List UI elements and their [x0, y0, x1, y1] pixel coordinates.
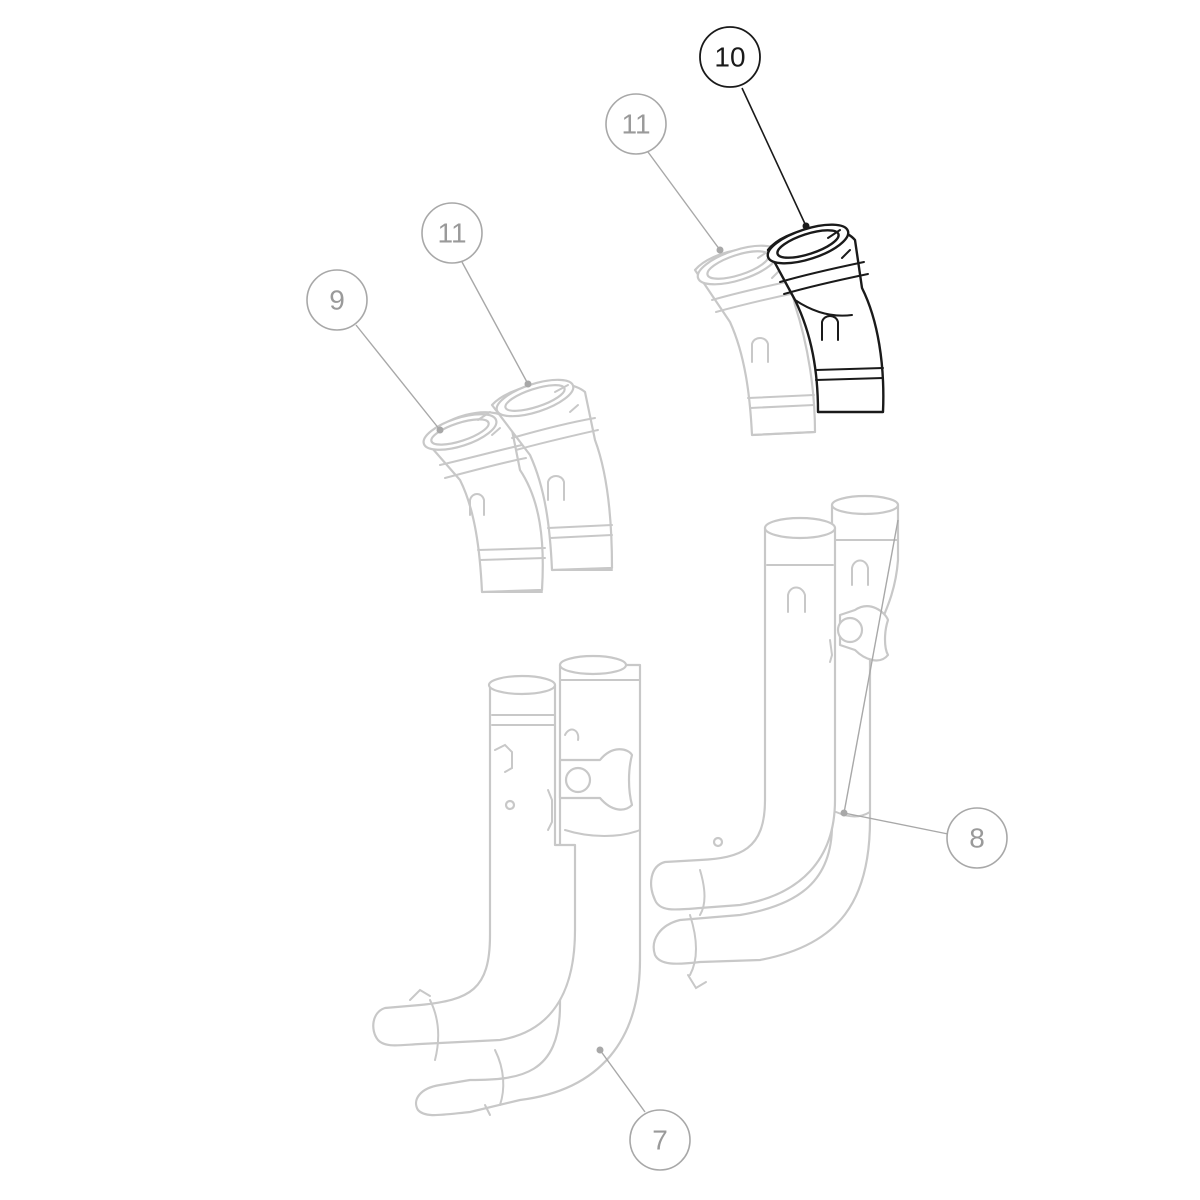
- part-10-elbow-pipe-highlighted[interactable]: [763, 217, 885, 414]
- callout-8-label: 8: [969, 823, 985, 854]
- part-11-elbow-pipe-left[interactable]: [490, 372, 614, 572]
- part-8-header-pipes[interactable]: [650, 494, 900, 990]
- callout-11-right[interactable]: 11: [605, 93, 724, 254]
- callout-9-label: 9: [329, 285, 345, 316]
- callout-7-label: 7: [652, 1125, 668, 1156]
- callout-7[interactable]: 7: [596, 1046, 691, 1171]
- callout-11-left-label: 11: [437, 218, 466, 249]
- callout-11-left[interactable]: 11: [421, 202, 532, 388]
- callout-10[interactable]: 10: [699, 26, 810, 230]
- part-7-header-pipes[interactable]: [372, 654, 642, 1117]
- callout-8[interactable]: 8: [840, 519, 1008, 869]
- callout-9[interactable]: 9: [306, 269, 444, 434]
- callout-10-label: 10: [714, 42, 745, 73]
- part-9-elbow-pipe[interactable]: [420, 407, 546, 594]
- callout-11-right-label: 11: [621, 109, 650, 140]
